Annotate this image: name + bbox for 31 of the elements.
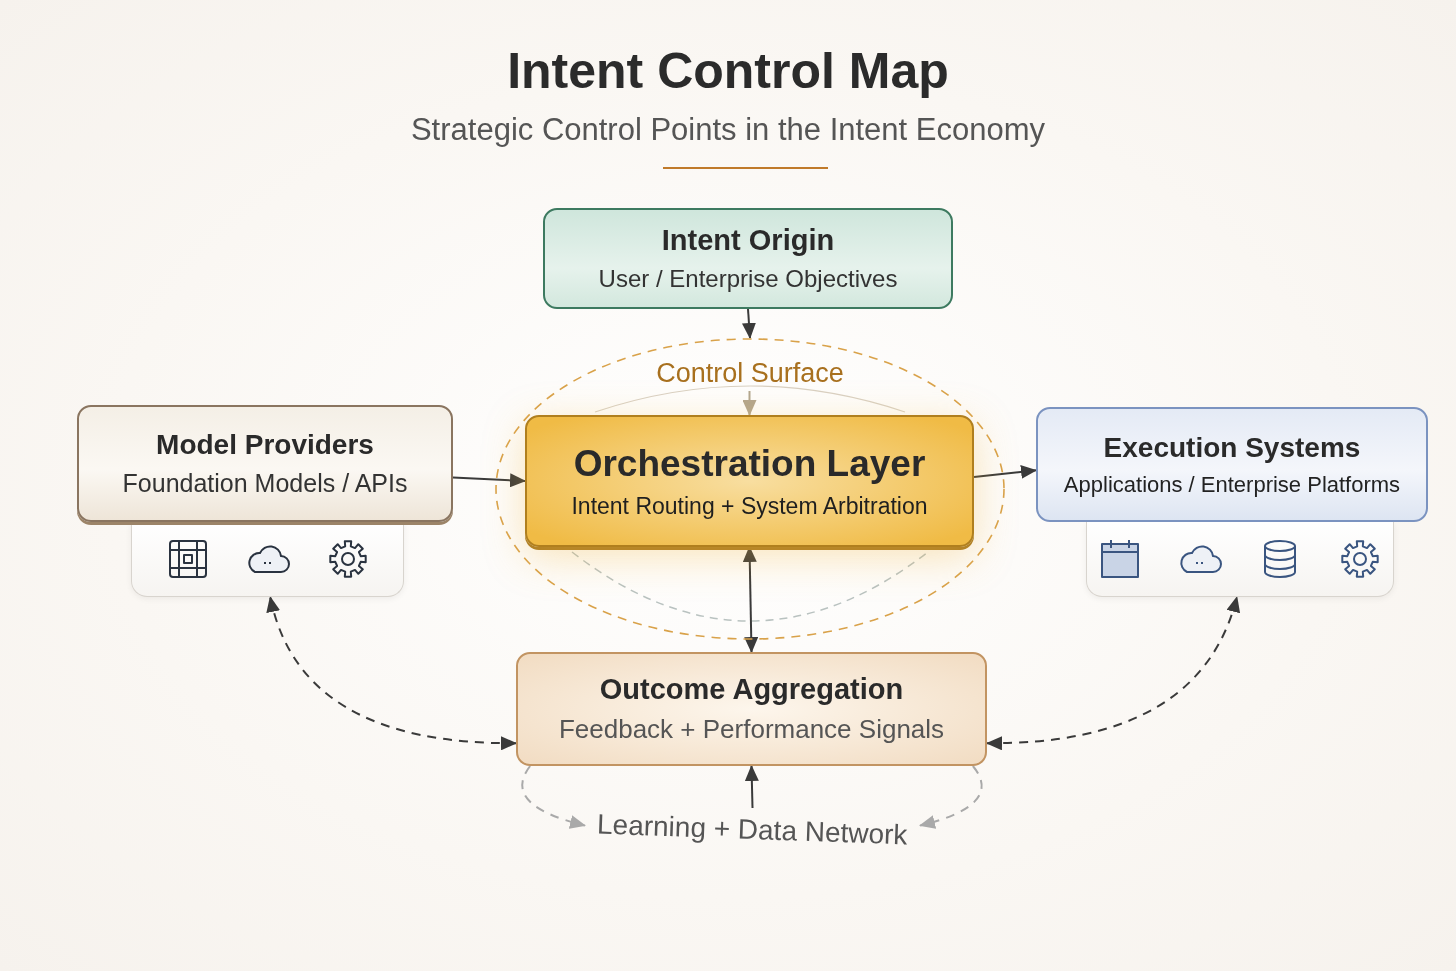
process-box — [1036, 407, 1428, 522]
dashed-arrow — [919, 765, 983, 829]
node-title: Model Providers — [156, 429, 374, 461]
arrow — [744, 765, 759, 809]
diagram-title: Intent Control Map — [506, 42, 950, 100]
node-label: Learning + Data Network — [596, 808, 909, 852]
icon-tray — [1086, 522, 1394, 597]
node-subtitle: Feedback + Performance Signals — [558, 714, 945, 745]
node-subtitle: User / Enterprise Objectives — [598, 265, 898, 293]
node-title: Outcome Aggregation — [599, 673, 904, 706]
dashed-arrow — [521, 765, 586, 829]
arrow — [742, 390, 757, 416]
node-subtitle: Foundation Models / APIs — [122, 469, 408, 498]
process-box — [516, 652, 987, 766]
subtitle: Strategic Control Points in the Intent Economy — [409, 112, 1047, 148]
orchestration-box — [525, 415, 974, 547]
node-title: Orchestration Layer — [573, 442, 926, 485]
node-subtitle: Applications / Enterprise Platforms — [1063, 471, 1401, 498]
arrow — [452, 473, 526, 488]
process-box — [77, 405, 453, 522]
node-title: Execution Systems — [1103, 431, 1361, 464]
arrow — [973, 464, 1037, 479]
node-title: Intent Origin — [661, 224, 835, 257]
ellipse-label: Control Surface — [655, 358, 845, 389]
process-box — [543, 208, 953, 309]
icon-tray — [131, 522, 404, 597]
dashed-arrow — [267, 596, 517, 750]
dashed-arrow — [986, 596, 1240, 750]
control-surface-ellipse — [495, 338, 1005, 640]
arrow — [742, 308, 756, 339]
node-subtitle: Intent Routing + System Arbitration — [571, 492, 928, 520]
